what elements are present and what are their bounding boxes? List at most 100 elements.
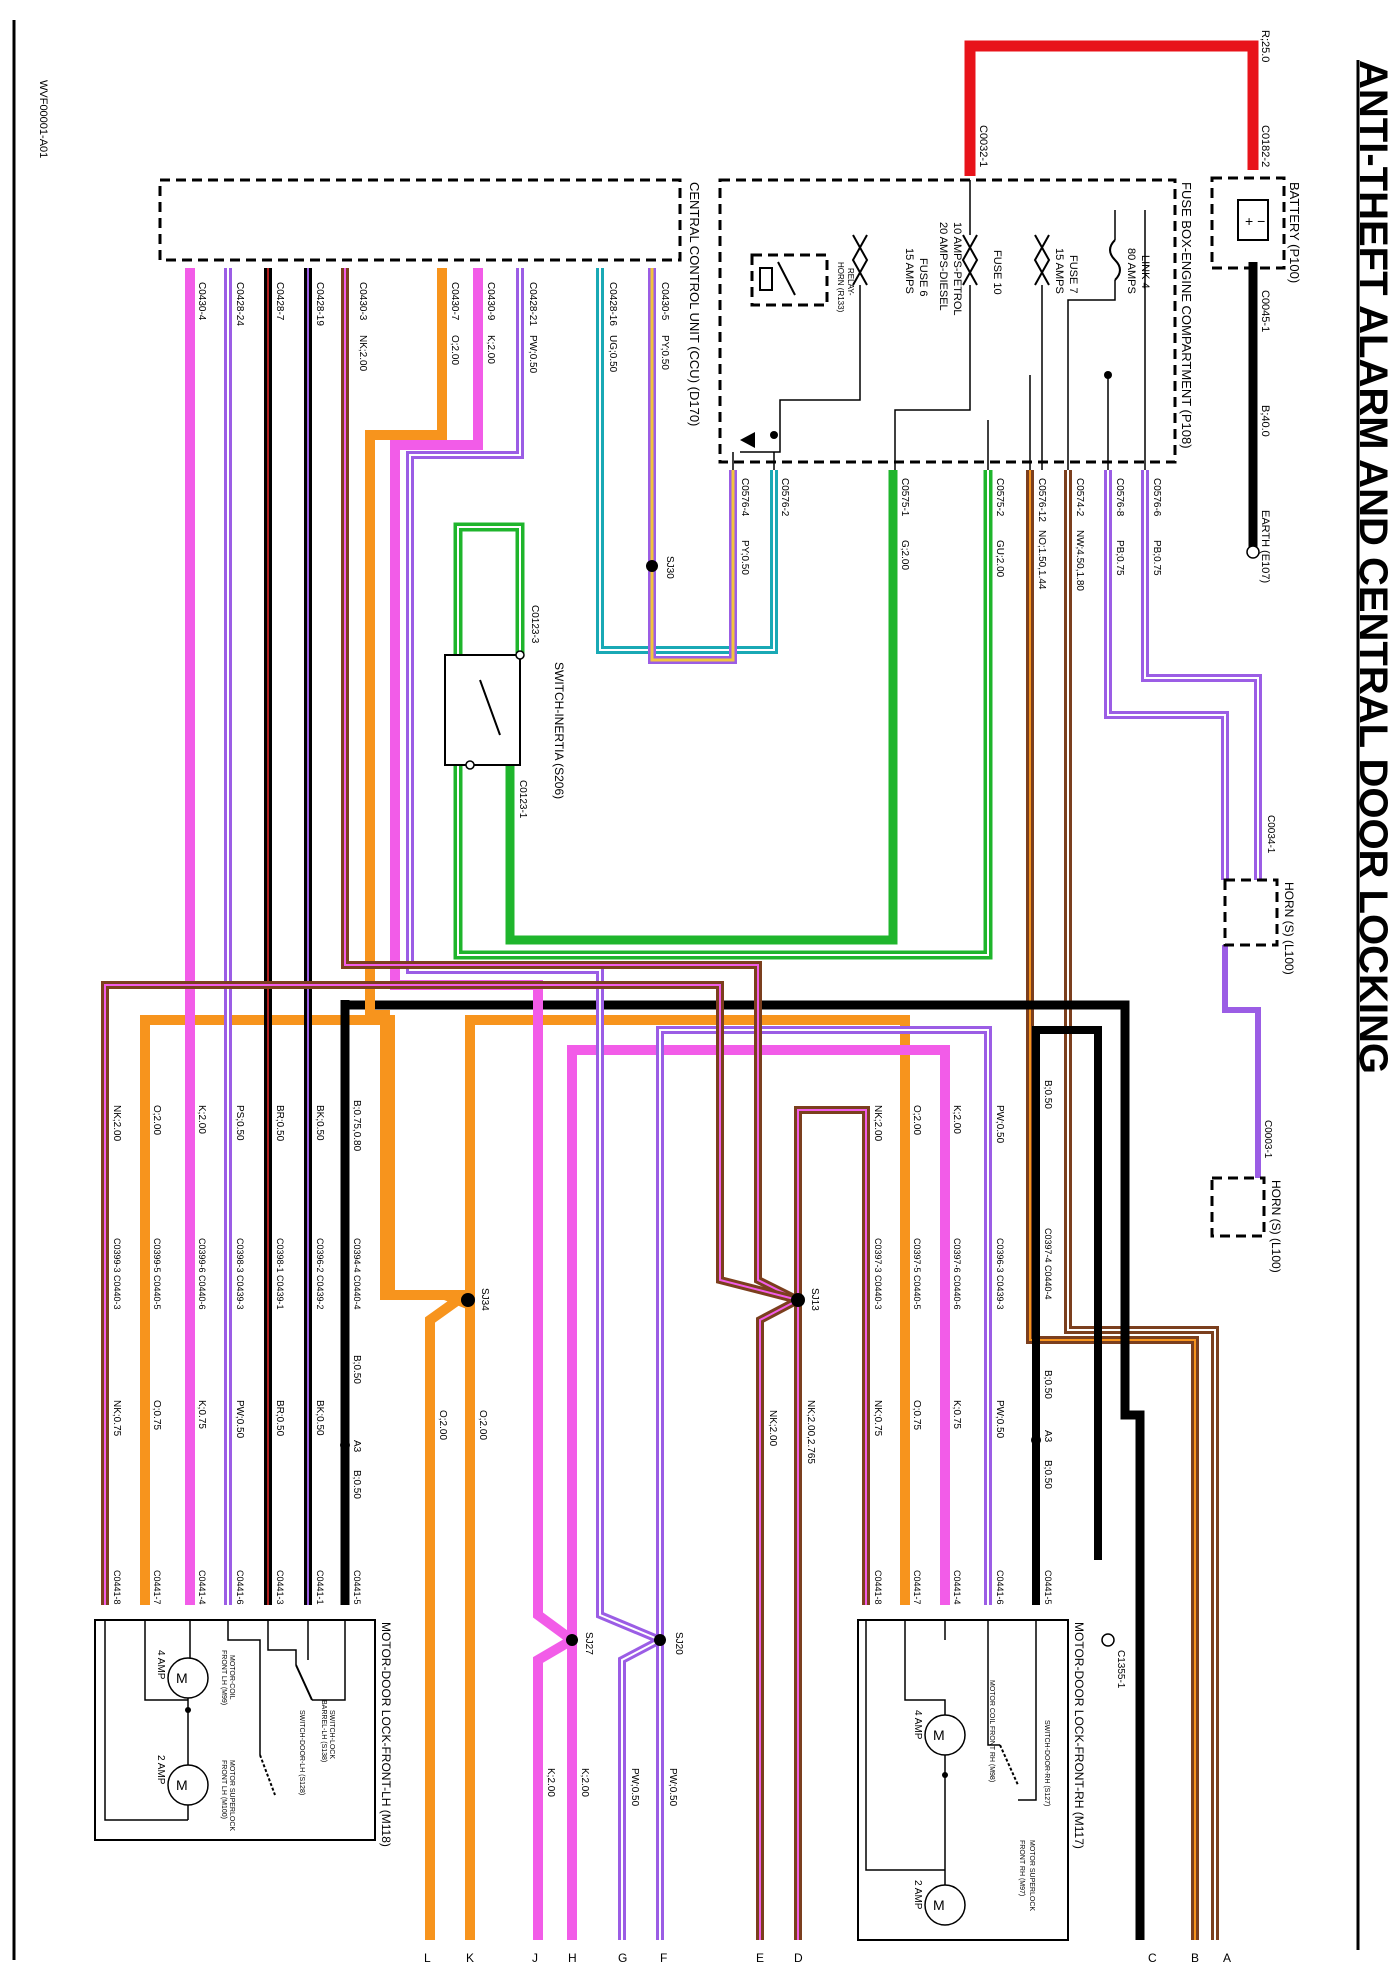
svg-text:K;2.00: K;2.00	[196, 1105, 207, 1134]
svg-text:K;2.00: K;2.00	[485, 335, 496, 364]
fuse6: FUSE 6 15 AMPS	[851, 234, 929, 297]
svg-text:C0398-3 C0439-3: C0398-3 C0439-3	[235, 1238, 245, 1310]
svg-text:C0576-6: C0576-6	[1151, 478, 1162, 517]
svg-text:O;2.00: O;2.00	[911, 1105, 922, 1135]
svg-text:SJ30: SJ30	[664, 556, 675, 579]
svg-text:MOTOR-DOOR LOCK-FRONT-LH (M118: MOTOR-DOOR LOCK-FRONT-LH (M118)	[379, 1622, 393, 1847]
svg-text:BR;0.50: BR;0.50	[274, 1400, 285, 1437]
wire-purple	[224, 268, 992, 1940]
svg-text:PS;0.50: PS;0.50	[234, 1105, 245, 1141]
svg-text:C0399-6 C0440-6: C0399-6 C0440-6	[197, 1238, 207, 1310]
svg-text:C0003-1: C0003-1	[1262, 1120, 1273, 1159]
svg-text:SWITCH-DOOR-LH (S128): SWITCH-DOOR-LH (S128)	[298, 1710, 305, 1795]
svg-text:O;2.00: O;2.00	[477, 1410, 488, 1440]
svg-text:FUSE 10: FUSE 10	[991, 250, 1003, 295]
svg-text:M: M	[933, 1897, 945, 1913]
svg-text:C0576-4: C0576-4	[739, 478, 750, 517]
svg-text:NK;2.00: NK;2.00	[767, 1410, 778, 1447]
svg-text:MOTOR SUPERLOCK: MOTOR SUPERLOCK	[1028, 1840, 1035, 1911]
svg-text:C0441-4: C0441-4	[952, 1570, 962, 1605]
svg-text:B;0.50: B;0.50	[1042, 1460, 1053, 1489]
svg-text:PB;0.75: PB;0.75	[1151, 540, 1162, 576]
svg-text:C0441-6: C0441-6	[995, 1570, 1005, 1605]
svg-text:J: J	[532, 1951, 538, 1965]
svg-text:SWITCH-INERTIA (S206): SWITCH-INERTIA (S206)	[552, 662, 566, 799]
svg-text:C0428-16: C0428-16	[607, 282, 618, 326]
svg-text:SWITCH-LOCK: SWITCH-LOCK	[328, 1710, 335, 1759]
svg-text:C0430-5: C0430-5	[659, 282, 670, 321]
lh-wire-labels: NK;2.00 O;2.00 K;2.00 PS;0.50 BR;0.50 BK…	[111, 1100, 362, 1605]
svg-text:UG;0.50: UG;0.50	[607, 335, 618, 373]
svg-text:C0399-5 C0440-5: C0399-5 C0440-5	[152, 1238, 162, 1310]
motor-door-lock-rh: MOTOR-DOOR LOCK-FRONT-RH (M117) M M 4 AM…	[857, 1619, 1086, 1941]
svg-text:SJ34: SJ34	[479, 1288, 490, 1311]
svg-text:NO;1.50,1.44: NO;1.50,1.44	[1036, 530, 1047, 590]
svg-text:M: M	[933, 1727, 945, 1743]
fusebox-connectors: C0576-4 C0576-2 C0575-1 C0575-2 C0576-12…	[739, 478, 1162, 591]
central-control-unit: CENTRAL CONTROL UNIT (CCU) (D170) C0430-…	[158, 178, 702, 426]
svg-text:C0123-3: C0123-3	[529, 605, 540, 644]
exit-labels: A B C D E F G H J K L	[424, 1951, 1231, 1965]
fusebox-label: FUSE BOX-ENGINE COMPARTMENT (P108)	[1179, 182, 1194, 449]
svg-text:B;0.75,0.80: B;0.75,0.80	[351, 1100, 362, 1152]
battery-ground-wire: B;40.0	[1259, 405, 1271, 437]
svg-text:O;2.00: O;2.00	[151, 1105, 162, 1135]
svg-text:C0441-3: C0441-3	[275, 1570, 285, 1605]
fusebox-input-connector: C0032-1	[977, 125, 989, 167]
svg-text:C0123-1: C0123-1	[517, 780, 528, 819]
svg-text:C0441-5: C0441-5	[352, 1570, 362, 1605]
svg-text:BR;0.50: BR;0.50	[274, 1105, 285, 1142]
svg-text:C0034-1: C0034-1	[1265, 815, 1276, 854]
svg-text:MOTOR-DOOR LOCK-FRONT-RH (M117: MOTOR-DOOR LOCK-FRONT-RH (M117)	[1072, 1622, 1086, 1849]
svg-text:NK;2.00: NK;2.00	[357, 335, 368, 372]
svg-text:BARREL-LH (S138): BARREL-LH (S138)	[320, 1700, 327, 1762]
earth-label: EARTH (E107)	[1259, 510, 1271, 583]
svg-text:FRONT LH (M99): FRONT LH (M99)	[220, 1650, 227, 1705]
svg-text:H: H	[568, 1951, 577, 1965]
svg-text:C0576-12: C0576-12	[1036, 478, 1047, 522]
svg-text:10 AMPS-PETROL: 10 AMPS-PETROL	[951, 222, 963, 316]
svg-text:HORN (S) (L100): HORN (S) (L100)	[1282, 882, 1296, 975]
rh-wire-labels: NK;2.00 O;2.00 K;2.00 PW;0.50 B;0.50 C03…	[872, 1080, 1126, 1689]
svg-text:GU;2.00: GU;2.00	[994, 540, 1005, 578]
svg-text:C0576-8: C0576-8	[1114, 478, 1125, 517]
svg-text:C0441-5: C0441-5	[1043, 1570, 1053, 1605]
svg-text:C0396-3 C0439-3: C0396-3 C0439-3	[995, 1238, 1005, 1310]
svg-text:PW;0.50: PW;0.50	[234, 1400, 245, 1439]
svg-text:C0430-4: C0430-4	[196, 282, 207, 321]
relay-horn: RELAY- HORN (R133)	[750, 253, 855, 313]
svg-text:C0397-5 C0440-5: C0397-5 C0440-5	[912, 1238, 922, 1310]
svg-text:NK;2.00: NK;2.00	[111, 1105, 122, 1142]
svg-text:2 AMP: 2 AMP	[155, 1755, 166, 1785]
svg-text:C0441-4: C0441-4	[197, 1570, 207, 1605]
svg-text:C0396-2 C0439-2: C0396-2 C0439-2	[315, 1238, 325, 1310]
svg-text:G;2.00: G;2.00	[899, 540, 910, 570]
fuse-box: FUSE BOX-ENGINE COMPARTMENT (P108) C0032…	[718, 125, 1194, 470]
svg-text:SJ13: SJ13	[809, 1288, 820, 1311]
svg-text:4 AMP: 4 AMP	[155, 1650, 166, 1680]
svg-text:+ −: + −	[1245, 213, 1265, 229]
svg-text:A: A	[1223, 1951, 1231, 1965]
horn-2: HORN (S) (L100) C0003-1	[1210, 1120, 1283, 1273]
wire-pb	[1104, 470, 1262, 1178]
svg-text:C0430-9: C0430-9	[485, 282, 496, 321]
svg-text:E: E	[756, 1951, 764, 1965]
wire-py	[648, 268, 737, 664]
svg-text:NK;2.00,2.765: NK;2.00,2.765	[805, 1400, 816, 1464]
svg-text:C0428-7: C0428-7	[274, 282, 285, 321]
svg-text:D: D	[794, 1951, 803, 1965]
svg-text:O;2.00: O;2.00	[437, 1410, 448, 1440]
svg-text:A3: A3	[351, 1440, 362, 1453]
svg-text:A3: A3	[1042, 1430, 1053, 1443]
svg-text:MOTOR SUPERLOCK: MOTOR SUPERLOCK	[228, 1760, 235, 1831]
mid-wire-labels: O;2.00 O;2.00 NK;2.00 NK;2.00,2.765 K;2.…	[437, 1400, 816, 1807]
wire-b-rh	[1032, 1026, 1102, 1605]
svg-text:L: L	[424, 1951, 431, 1965]
wire-nk	[101, 268, 870, 1940]
ccu-label: CENTRAL CONTROL UNIT (CCU) (D170)	[687, 182, 702, 426]
svg-text:C0397-4 C0440-4: C0397-4 C0440-4	[1043, 1228, 1053, 1300]
svg-text:SJ27: SJ27	[583, 1632, 594, 1655]
svg-text:G: G	[618, 1951, 627, 1965]
svg-text:FRONT RH (M97): FRONT RH (M97)	[1018, 1840, 1025, 1896]
